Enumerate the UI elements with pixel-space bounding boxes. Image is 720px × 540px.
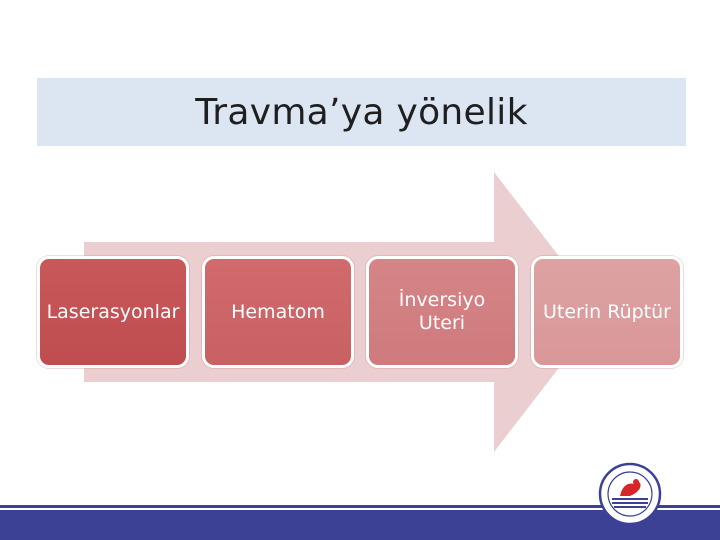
step-label: Uterin Rüptür — [543, 300, 671, 323]
step-hematom: Hematom — [202, 256, 354, 368]
title-band: Travma’ya yönelik — [37, 78, 686, 146]
step-label: İnversiyo Uteri — [398, 289, 486, 334]
slide-title: Travma’ya yönelik — [195, 91, 528, 133]
footer-bar — [0, 510, 720, 540]
step-inversiyo-uteri: İnversiyo Uteri — [366, 256, 518, 368]
university-logo-icon — [598, 462, 662, 526]
footer-line — [0, 505, 720, 508]
step-laserasyonlar: Laserasyonlar — [37, 256, 189, 368]
step-label: Laserasyonlar — [46, 300, 180, 323]
step-label: Hematom — [231, 300, 325, 323]
step-uterin-ruptur: Uterin Rüptür — [531, 256, 683, 368]
